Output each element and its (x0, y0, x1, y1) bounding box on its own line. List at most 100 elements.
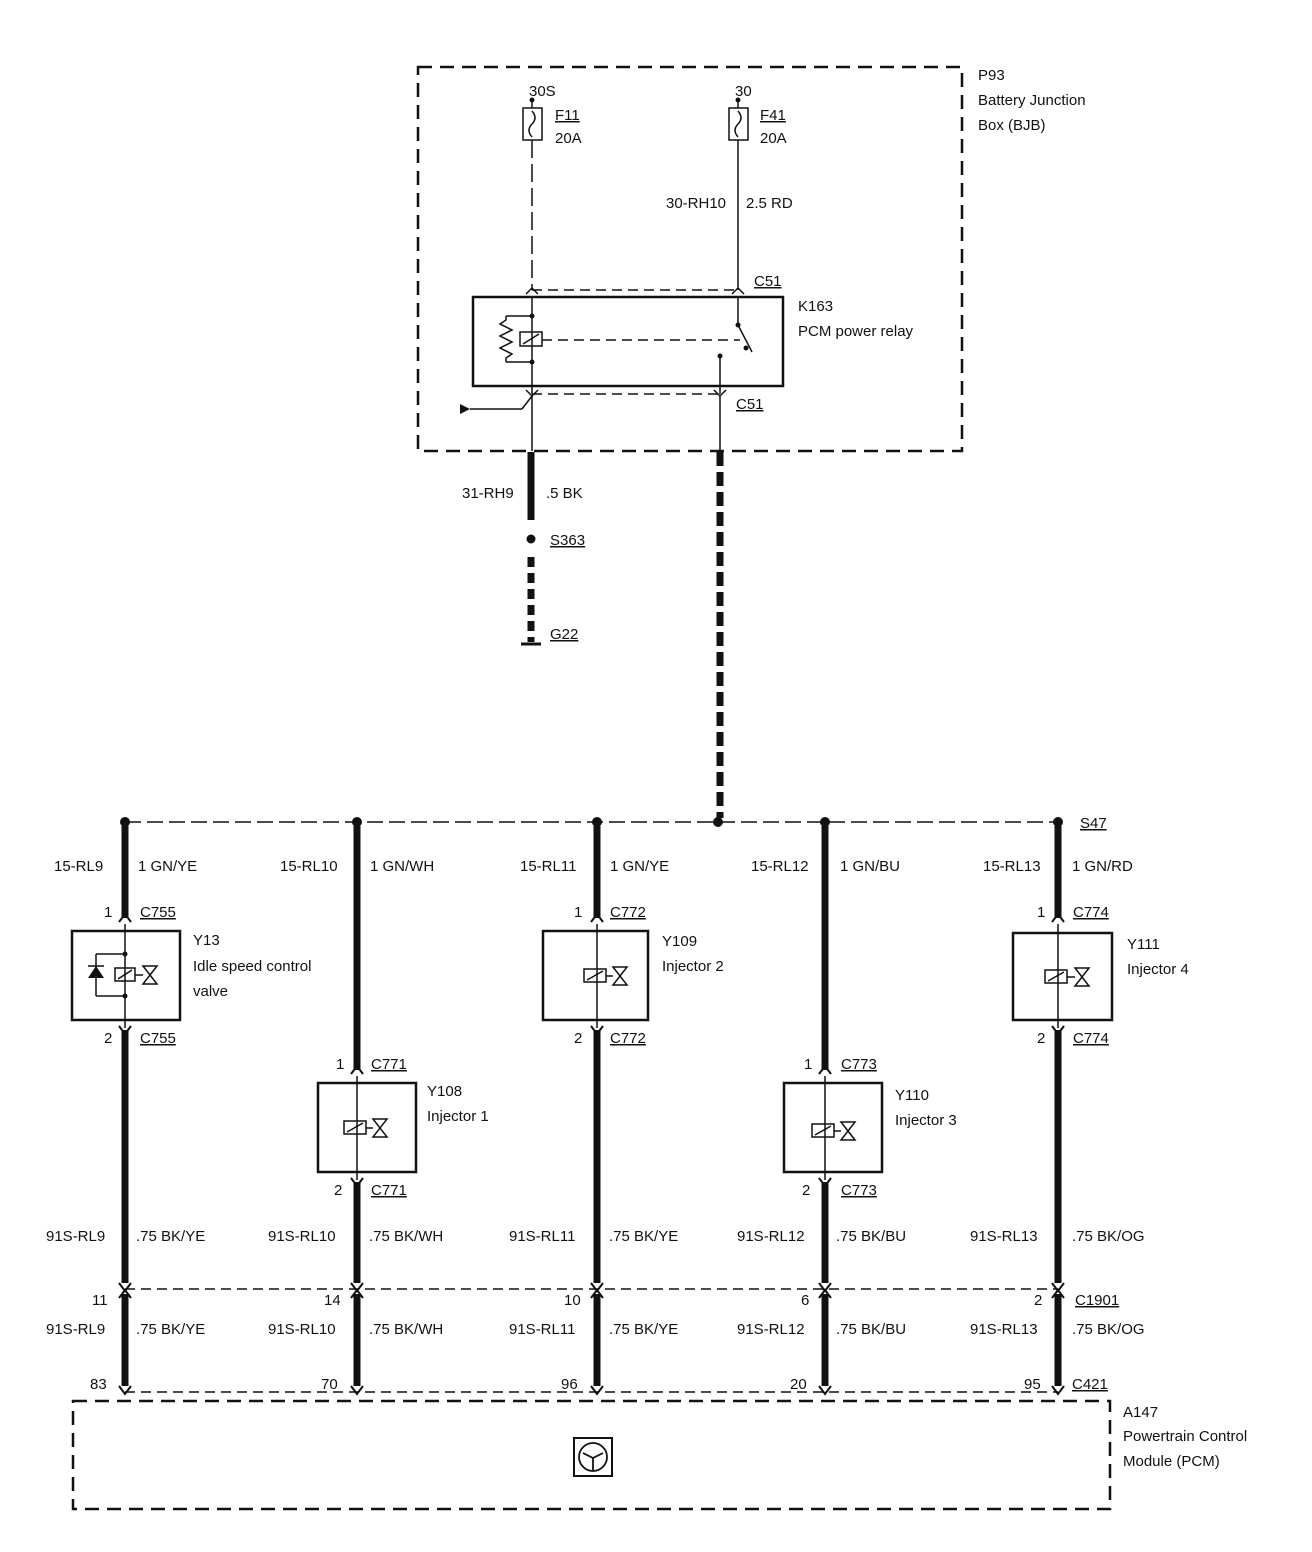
connector-c421: 83 70 96 20 95 C421 (90, 1376, 1108, 1396)
fuse-f41-rating: 20A (760, 130, 787, 147)
return-lower-circuit-4: 91S-RL12 (737, 1321, 805, 1338)
return-upper-circuit-1: 91S-RL9 (46, 1228, 105, 1245)
fuse-f41-supply: 30 (735, 83, 752, 100)
branch-circuit-2: 15-RL10 (280, 858, 338, 875)
return-lower-spec-4: .75 BK/BU (836, 1321, 906, 1338)
relay-k163: C51 K163 PCM power relay C51 (460, 273, 914, 414)
c1901-pin-5: 2 (1034, 1292, 1042, 1309)
y13-name-line2: valve (193, 983, 228, 1000)
return-upper-spec-3: .75 BK/YE (609, 1228, 678, 1245)
y109-pin-out: 2 (574, 1030, 582, 1047)
c1901-pin-2: 14 (324, 1292, 341, 1309)
fuse-f11-rating: 20A (555, 130, 582, 147)
return-upper-circuit-2: 91S-RL10 (268, 1228, 336, 1245)
y111-pin-out: 2 (1037, 1030, 1045, 1047)
y109-name: Injector 2 (662, 958, 724, 975)
c421-label: C421 (1072, 1376, 1108, 1393)
return-lower-spec-1: .75 BK/YE (136, 1321, 205, 1338)
relay-ref: K163 (798, 298, 833, 315)
y110-pin-in: 1 (804, 1056, 812, 1073)
fuse-f11-supply: 30S (529, 83, 556, 100)
branch-spec-1: 1 GN/YE (138, 858, 197, 875)
y111-ref: Y111 (1127, 936, 1160, 953)
y108-ref: Y108 (427, 1083, 462, 1100)
c1901-pin-1: 11 (92, 1292, 108, 1309)
return-upper-circuit-3: 91S-RL11 (509, 1228, 575, 1245)
return-upper-circuit-4: 91S-RL12 (737, 1228, 805, 1245)
component-y110: 1 C773 Y110 Injector 3 2 C773 (782, 826, 957, 1283)
component-y13: 1 C755 Y13 Idle speed control valve 2 C7… (70, 826, 311, 1283)
return-lower-circuit-1: 91S-RL9 (46, 1321, 105, 1338)
connector-c1901: 11 14 10 6 2 C1901 (92, 1282, 1119, 1309)
ground-g22: G22 (550, 626, 578, 643)
y110-connector-out: C773 (841, 1182, 877, 1199)
c1901-label: C1901 (1075, 1292, 1119, 1309)
pcm-module-icon (573, 1437, 613, 1477)
bjb-name-line1: Battery Junction (978, 92, 1086, 109)
y13-connector-in: C755 (140, 904, 176, 921)
y111-connector-out: C774 (1073, 1030, 1109, 1047)
branch-spec-3: 1 GN/YE (610, 858, 669, 875)
c421-pin-1: 83 (90, 1376, 107, 1393)
splice-s47-label: S47 (1080, 815, 1107, 832)
y111-connector-in: C774 (1073, 904, 1109, 921)
pcm-name-line2: Module (PCM) (1123, 1453, 1220, 1470)
bjb-ref: P93 (978, 67, 1005, 84)
splice-s363: S363 (550, 532, 585, 549)
fuse-f41-ref: F41 (760, 107, 786, 124)
y108-pin-out: 2 (334, 1182, 342, 1199)
bjb-name-line2: Box (BJB) (978, 117, 1046, 134)
relay-connector-top: C51 (754, 273, 782, 290)
c421-pin-2: 70 (321, 1376, 338, 1393)
splice-s47-bus: S47 (120, 815, 1107, 832)
ground-wire-circuit: 31-RH9 (462, 485, 514, 502)
fuse-f11: 30S F11 20A (522, 83, 582, 147)
return-lower-spec-5: .75 BK/OG (1072, 1321, 1145, 1338)
return-upper-spec-2: .75 BK/WH (369, 1228, 443, 1245)
return-upper-circuit-5: 91S-RL13 (970, 1228, 1038, 1245)
y109-ref: Y109 (662, 933, 697, 950)
return-lower-circuit-2: 91S-RL10 (268, 1321, 336, 1338)
y13-connector-out: C755 (140, 1030, 176, 1047)
branch-spec-4: 1 GN/BU (840, 858, 900, 875)
y109-connector-in: C772 (610, 904, 646, 921)
y110-ref: Y110 (895, 1087, 929, 1104)
c421-pin-5: 95 (1024, 1376, 1041, 1393)
component-y108: 1 C771 Y108 Injector 1 2 C771 (316, 826, 489, 1283)
return-lower-spec-2: .75 BK/WH (369, 1321, 443, 1338)
c421-pin-4: 20 (790, 1376, 807, 1393)
return-upper-spec-5: .75 BK/OG (1072, 1228, 1145, 1245)
fuse-f41: 30 F41 20A (728, 83, 787, 147)
branch-spec-2: 1 GN/WH (370, 858, 434, 875)
ground-wire: 31-RH9 .5 BK S363 G22 (462, 452, 585, 646)
y109-pin-in: 1 (574, 904, 582, 921)
pcm-ref: A147 (1123, 1404, 1158, 1421)
c421-pin-3: 96 (561, 1376, 578, 1393)
y108-connector-in: C771 (371, 1056, 407, 1073)
return-upper-spec-4: .75 BK/BU (836, 1228, 906, 1245)
y108-pin-in: 1 (336, 1056, 344, 1073)
y13-ref: Y13 (193, 932, 220, 949)
c1901-pin-3: 10 (564, 1292, 581, 1309)
component-y109: 1 C772 Y109 Injector 2 2 C772 (541, 826, 724, 1283)
y13-name-line1: Idle speed control (193, 958, 311, 975)
feed-wire-spec: 2.5 RD (746, 195, 793, 212)
branch-circuit-3: 15-RL11 (520, 858, 576, 875)
branch-spec-5: 1 GN/RD (1072, 858, 1133, 875)
y13-pin-in: 1 (104, 904, 112, 921)
ground-wire-spec: .5 BK (546, 485, 583, 502)
y111-pin-in: 1 (1037, 904, 1045, 921)
battery-junction-box: P93 Battery Junction Box (BJB) (416, 65, 1086, 453)
return-lower-circuit-5: 91S-RL13 (970, 1321, 1038, 1338)
branch-circuit-4: 15-RL12 (751, 858, 809, 875)
y110-name: Injector 3 (895, 1112, 957, 1129)
feed-wire-circuit: 30-RH10 (666, 195, 726, 212)
return-lower-spec-3: .75 BK/YE (609, 1321, 678, 1338)
y111-name: Injector 4 (1127, 961, 1189, 978)
y110-pin-out: 2 (802, 1182, 810, 1199)
relay-connector-bottom: C51 (736, 396, 764, 413)
y109-connector-out: C772 (610, 1030, 646, 1047)
fuse-f11-ref: F11 (555, 107, 580, 124)
y110-connector-in: C773 (841, 1056, 877, 1073)
